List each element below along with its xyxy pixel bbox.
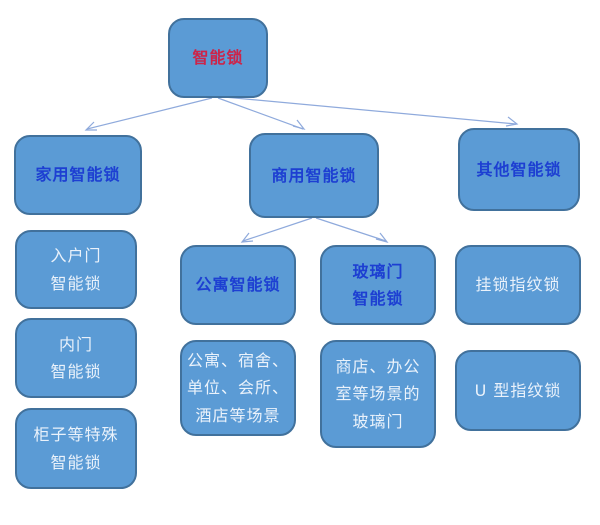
node-smart-lock-root: 智能锁 — [168, 18, 268, 98]
connector-root-other — [223, 96, 517, 125]
node-home-smart-lock: 家用智能锁 — [14, 135, 142, 215]
node-inner-door-lock-label: 内门 智能锁 — [50, 334, 102, 381]
node-apartment-smart-lock: 公寓智能锁 — [180, 245, 296, 325]
node-entry-door-lock: 入户门 智能锁 — [15, 230, 137, 309]
node-apartment-scenes-label: 公寓、宿舍、 单位、会所、 酒店等场景 — [186, 351, 289, 425]
node-glass-door-smart-lock-label: 玻璃门 智能锁 — [352, 261, 404, 308]
node-inner-door-lock: 内门 智能锁 — [15, 318, 137, 398]
node-padlock-fingerprint-lock: 挂锁指纹锁 — [455, 245, 581, 325]
node-glass-door-scenes-label: 商店、办公 室等场景的 玻璃门 — [335, 357, 421, 431]
node-glass-door-smart-lock: 玻璃门 智能锁 — [320, 245, 436, 325]
node-other-smart-lock: 其他智能锁 — [458, 128, 580, 211]
node-padlock-fingerprint-lock-label: 挂锁指纹锁 — [475, 275, 561, 295]
node-apartment-scenes: 公寓、宿舍、 单位、会所、 酒店等场景 — [180, 340, 296, 436]
node-glass-door-scenes: 商店、办公 室等场景的 玻璃门 — [320, 340, 436, 448]
connector-commercial-apartment — [242, 217, 313, 242]
connector-commercial-glassdoor — [315, 217, 387, 242]
node-u-shape-fingerprint-lock: U 型指纹锁 — [455, 350, 581, 431]
arrowhead-root-commercial — [292, 119, 306, 131]
node-smart-lock-root-label: 智能锁 — [192, 48, 244, 68]
arrowhead-root-other — [505, 116, 519, 127]
node-home-smart-lock-label: 家用智能锁 — [35, 165, 121, 185]
node-apartment-smart-lock-label: 公寓智能锁 — [195, 275, 281, 295]
arrowhead-root-home — [84, 121, 97, 131]
node-other-smart-lock-label: 其他智能锁 — [476, 159, 562, 179]
node-cabinet-special-lock: 柜子等特殊 智能锁 — [15, 408, 137, 489]
node-commercial-smart-lock: 商用智能锁 — [249, 133, 379, 218]
connector-root-home — [86, 97, 213, 130]
node-u-shape-fingerprint-lock-label: U 型指纹锁 — [474, 380, 562, 400]
connector-root-commercial — [217, 97, 304, 130]
node-entry-door-lock-label: 入户门 智能锁 — [50, 246, 102, 293]
arrowhead-commercial-apartment — [240, 232, 254, 243]
arrowhead-commercial-glassdoor — [375, 232, 389, 244]
node-cabinet-special-lock-label: 柜子等特殊 智能锁 — [33, 425, 119, 472]
node-commercial-smart-lock-label: 商用智能锁 — [271, 165, 357, 185]
